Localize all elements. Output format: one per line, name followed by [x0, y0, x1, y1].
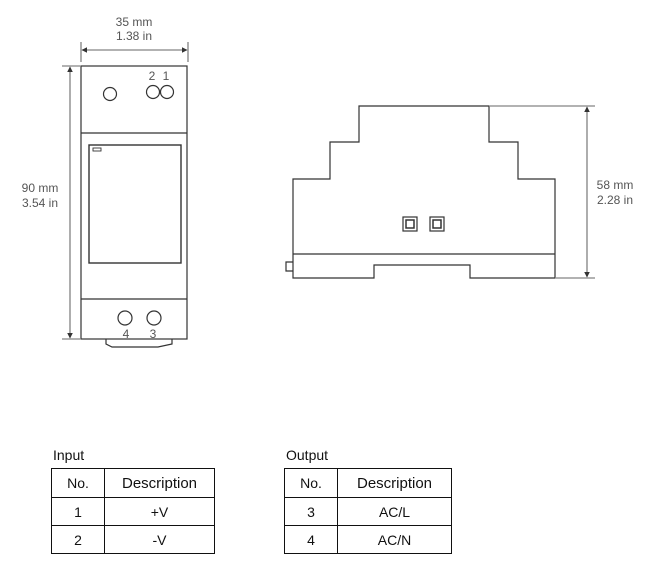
front-adjust-potentiometer [102, 86, 118, 102]
output-table-title: Output [286, 447, 329, 463]
side-profile-outline [292, 105, 556, 279]
input-pin-table: Input No. Description 1 +V 2 -V [51, 446, 215, 554]
output-row-1-no: 3 [284, 497, 338, 526]
input-header-description: Description [104, 468, 215, 498]
front-body-outline [80, 65, 188, 340]
height-mm-label: 90 mm [22, 181, 59, 195]
front-terminal-3 [146, 310, 162, 326]
input-table-title: Input [53, 447, 85, 463]
output-table: No. Description 3 AC/L 4 AC/N [284, 468, 452, 554]
top-terminal-label-2: 2 [149, 69, 156, 83]
side-height-mm-label: 58 mm [597, 178, 634, 192]
output-row-2-description: AC/N [337, 525, 452, 554]
side-din-latch [285, 261, 293, 272]
table-row: 1 +V [51, 497, 215, 526]
input-row-1-description: +V [104, 497, 215, 526]
output-table-header-row: No. Description [284, 468, 452, 498]
table-row: 4 AC/N [284, 525, 452, 554]
side-vent-right-inner [432, 219, 442, 229]
front-terminal-2 [145, 84, 161, 100]
side-view-labels: 58 mm 2.28 in [597, 178, 634, 207]
input-row-1-no: 1 [51, 497, 105, 526]
side-height-in-label: 2.28 in [597, 193, 633, 207]
height-in-label: 3.54 in [22, 196, 58, 210]
bottom-terminal-label-3: 3 [150, 327, 157, 341]
front-display-panel [88, 144, 182, 264]
bottom-terminal-label-4: 4 [123, 327, 130, 341]
top-terminal-label-1: 1 [163, 69, 170, 83]
front-terminal-4 [117, 310, 133, 326]
front-view [62, 42, 189, 348]
input-table-header-row: No. Description [51, 468, 215, 498]
side-vent-left-inner [405, 219, 415, 229]
front-view-labels: 35 mm 1.38 in 90 mm 3.54 in 2 1 4 3 [22, 15, 170, 341]
input-row-2-description: -V [104, 525, 215, 554]
side-view [285, 105, 595, 279]
output-header-no: No. [284, 468, 338, 498]
table-row: 2 -V [51, 525, 215, 554]
output-row-1-description: AC/L [337, 497, 452, 526]
side-vent-left [402, 216, 418, 232]
side-vent-right [429, 216, 445, 232]
width-mm-label: 35 mm [116, 15, 153, 29]
table-row: 3 AC/L [284, 497, 452, 526]
width-in-label: 1.38 in [116, 29, 152, 43]
output-row-2-no: 4 [284, 525, 338, 554]
input-header-no: No. [51, 468, 105, 498]
front-led-indicator [92, 147, 102, 152]
input-row-2-no: 2 [51, 525, 105, 554]
input-table: No. Description 1 +V 2 -V [51, 468, 215, 554]
output-header-description: Description [337, 468, 452, 498]
output-pin-table: Output No. Description 3 AC/L 4 AC/N [284, 446, 452, 554]
front-terminal-1 [159, 84, 175, 100]
front-din-clip [105, 339, 173, 348]
